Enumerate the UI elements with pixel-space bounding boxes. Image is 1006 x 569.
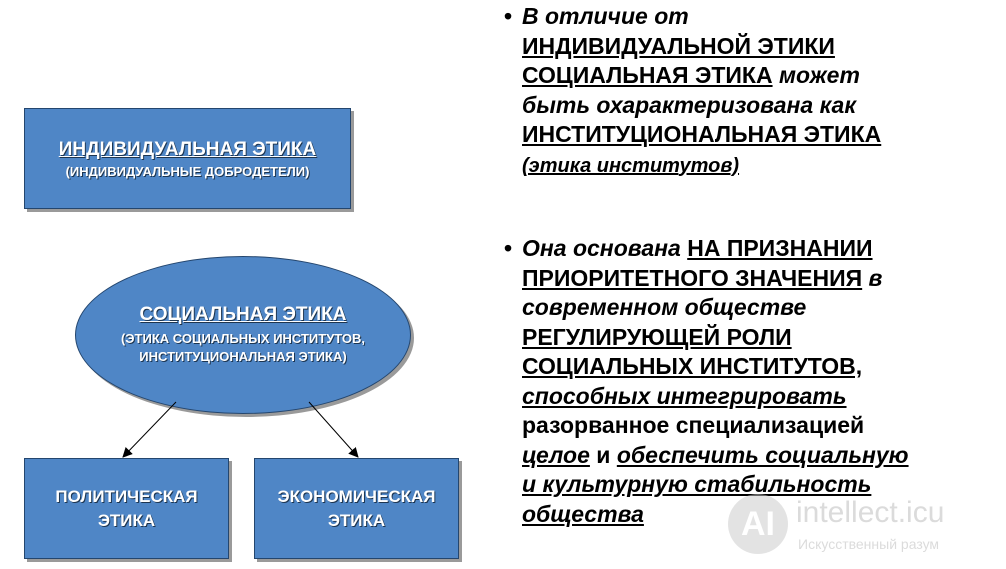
watermark: AI intellect.icu Искусственный разум [728,492,998,562]
bullet2-text: ПРИОРИТЕТНОГО ЗНАЧЕНИЯ [522,264,863,291]
ai-logo-icon: AI [728,494,788,554]
arrow-to-economic [308,401,359,458]
bullet-marker: • [504,3,513,29]
bullet2-text: РЕГУЛИРУЮЩЕЙ РОЛИ [522,323,792,350]
political-ethics-box: ПОЛИТИЧЕСКАЯ ЭТИКА [24,458,229,559]
bullet2-text: обеспечить социальную [616,441,909,468]
economic-ethics-box: ЭКОНОМИЧЕСКАЯ ЭТИКА [254,458,459,559]
bullet2-text: способных интегрировать [522,382,847,409]
bullet2-text: и [589,441,617,468]
individual-ethics-subtitle: (ИНДИВИДУАЛЬНЫЕ ДОБРОДЕТЕЛИ) [65,163,310,179]
bullet2-text: и культурную стабильность [522,471,872,497]
bullet1-text: быть охарактеризована как [522,91,856,118]
bullet2-text: в [862,264,883,291]
social-ethics-subtitle-line2: ИНСТИТУЦИОНАЛЬНАЯ ЭТИКА) [139,349,347,364]
bullet2-text: целое [522,441,590,468]
arrow-to-political [122,401,177,458]
individual-ethics-box: ИНДИВИДУАЛЬНАЯ ЭТИКА (ИНДИВИДУАЛЬНЫЕ ДОБ… [24,108,351,209]
bullet-first: • В отличие от ИНДИВИДУАЛЬНОЙ ЭТИКИ СОЦИ… [500,2,1000,181]
bullet1-text: может [772,62,860,88]
bullet1-text: (этика институтов) [522,154,740,177]
bullet2-text: общества [522,500,644,527]
bullet-second: • Она основана НА ПРИЗНАНИИ ПРИОРИТЕТНОГ… [500,234,1000,529]
social-ethics-title: СОЦИАЛЬНАЯ ЭТИКА [139,304,347,325]
individual-ethics-title: ИНДИВИДУАЛЬНАЯ ЭТИКА [58,138,317,160]
bullet1-text: ИНДИВИДУАЛЬНОЙ ЭТИКИ [522,32,835,59]
bullet1-text: СОЦИАЛЬНАЯ ЭТИКА [522,62,773,88]
bullet2-text: современном обществе [522,294,807,320]
bullet2-text: СОЦИАЛЬНЫХ ИНСТИТУТОВ, [522,353,863,379]
social-ethics-subtitle-line1: (ЭТИКА СОЦИАЛЬНЫХ ИНСТИТУТОВ, [120,331,366,346]
watermark-name: intellect.icu [796,496,945,529]
bullet2-text: Она основана [522,235,688,261]
bullet1-text: В отличие от [522,3,689,29]
political-ethics-label: ПОЛИТИЧЕСКАЯ ЭТИКА [55,486,198,530]
bullet2-text: разорванное специализацией [522,412,865,438]
watermark-tagline: Искусственный разум [798,536,940,552]
bullet-marker: • [504,235,513,261]
bullet2-text: НА ПРИЗНАНИИ [687,235,873,261]
bullet1-text: ИНСТИТУЦИОНАЛЬНАЯ ЭТИКА [522,121,882,147]
economic-ethics-label: ЭКОНОМИЧЕСКАЯ ЭТИКА [277,486,436,530]
social-ethics-ellipse: СОЦИАЛЬНАЯ ЭТИКА (ЭТИКА СОЦИАЛЬНЫХ ИНСТИ… [75,256,411,414]
